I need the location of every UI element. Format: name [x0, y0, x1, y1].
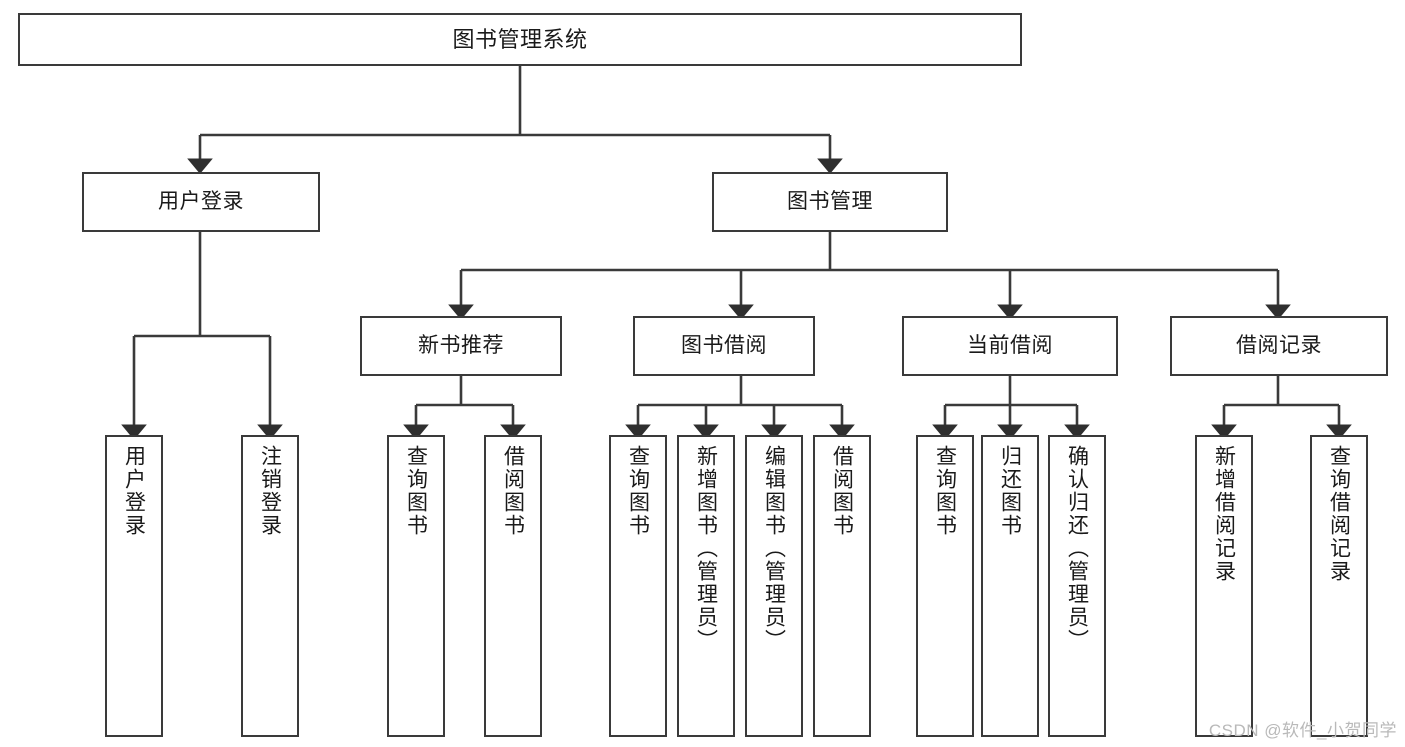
node-label: 编辑图书（管理员）	[762, 445, 786, 652]
leaf-logout[interactable]: 注销登录	[241, 435, 299, 737]
node-label: 新书推荐	[418, 333, 504, 357]
node-label: 当前借阅	[967, 333, 1053, 357]
node-label: 新增图书（管理员）	[694, 445, 718, 652]
leaf-return-book[interactable]: 归还图书	[981, 435, 1039, 737]
node-label: 归还图书	[998, 445, 1022, 537]
leaf-query-book-recommend[interactable]: 查询图书	[387, 435, 445, 737]
node-label: 用户登录	[158, 189, 244, 213]
node-label: 查询借阅记录	[1327, 445, 1351, 583]
leaf-add-book-admin[interactable]: 新增图书（管理员）	[677, 435, 735, 737]
leaf-query-book-current[interactable]: 查询图书	[916, 435, 974, 737]
node-book-management-system[interactable]: 图书管理系统	[18, 13, 1022, 66]
leaf-borrow-book-recommend[interactable]: 借阅图书	[484, 435, 542, 737]
node-label: 确认归还（管理员）	[1065, 445, 1089, 652]
leaf-edit-book-admin[interactable]: 编辑图书（管理员）	[745, 435, 803, 737]
node-label: 查询图书	[933, 445, 957, 537]
leaf-user-login[interactable]: 用户登录	[105, 435, 163, 737]
node-label: 借阅图书	[830, 445, 854, 537]
leaf-query-borrow-record[interactable]: 查询借阅记录	[1310, 435, 1368, 737]
node-book-borrow[interactable]: 图书借阅	[633, 316, 815, 376]
node-user-login[interactable]: 用户登录	[82, 172, 320, 232]
leaf-borrow-book[interactable]: 借阅图书	[813, 435, 871, 737]
watermark-text: CSDN @软件_小贺同学	[1208, 721, 1397, 740]
node-label: 图书管理	[787, 189, 873, 213]
node-label: 借阅图书	[501, 445, 525, 537]
node-label: 查询图书	[404, 445, 428, 537]
node-label: 借阅记录	[1236, 333, 1322, 357]
node-current-borrow[interactable]: 当前借阅	[902, 316, 1118, 376]
node-label: 图书借阅	[681, 333, 767, 357]
leaf-query-book-borrow[interactable]: 查询图书	[609, 435, 667, 737]
node-label: 图书管理系统	[452, 26, 588, 52]
node-label: 用户登录	[122, 445, 146, 537]
leaf-add-borrow-record[interactable]: 新增借阅记录	[1195, 435, 1253, 737]
node-borrow-record[interactable]: 借阅记录	[1170, 316, 1388, 376]
leaf-confirm-return-admin[interactable]: 确认归还（管理员）	[1048, 435, 1106, 737]
node-label: 注销登录	[258, 445, 282, 537]
node-label: 新增借阅记录	[1212, 445, 1236, 583]
node-new-book-recommend[interactable]: 新书推荐	[360, 316, 562, 376]
node-book-management[interactable]: 图书管理	[712, 172, 948, 232]
node-label: 查询图书	[626, 445, 650, 537]
